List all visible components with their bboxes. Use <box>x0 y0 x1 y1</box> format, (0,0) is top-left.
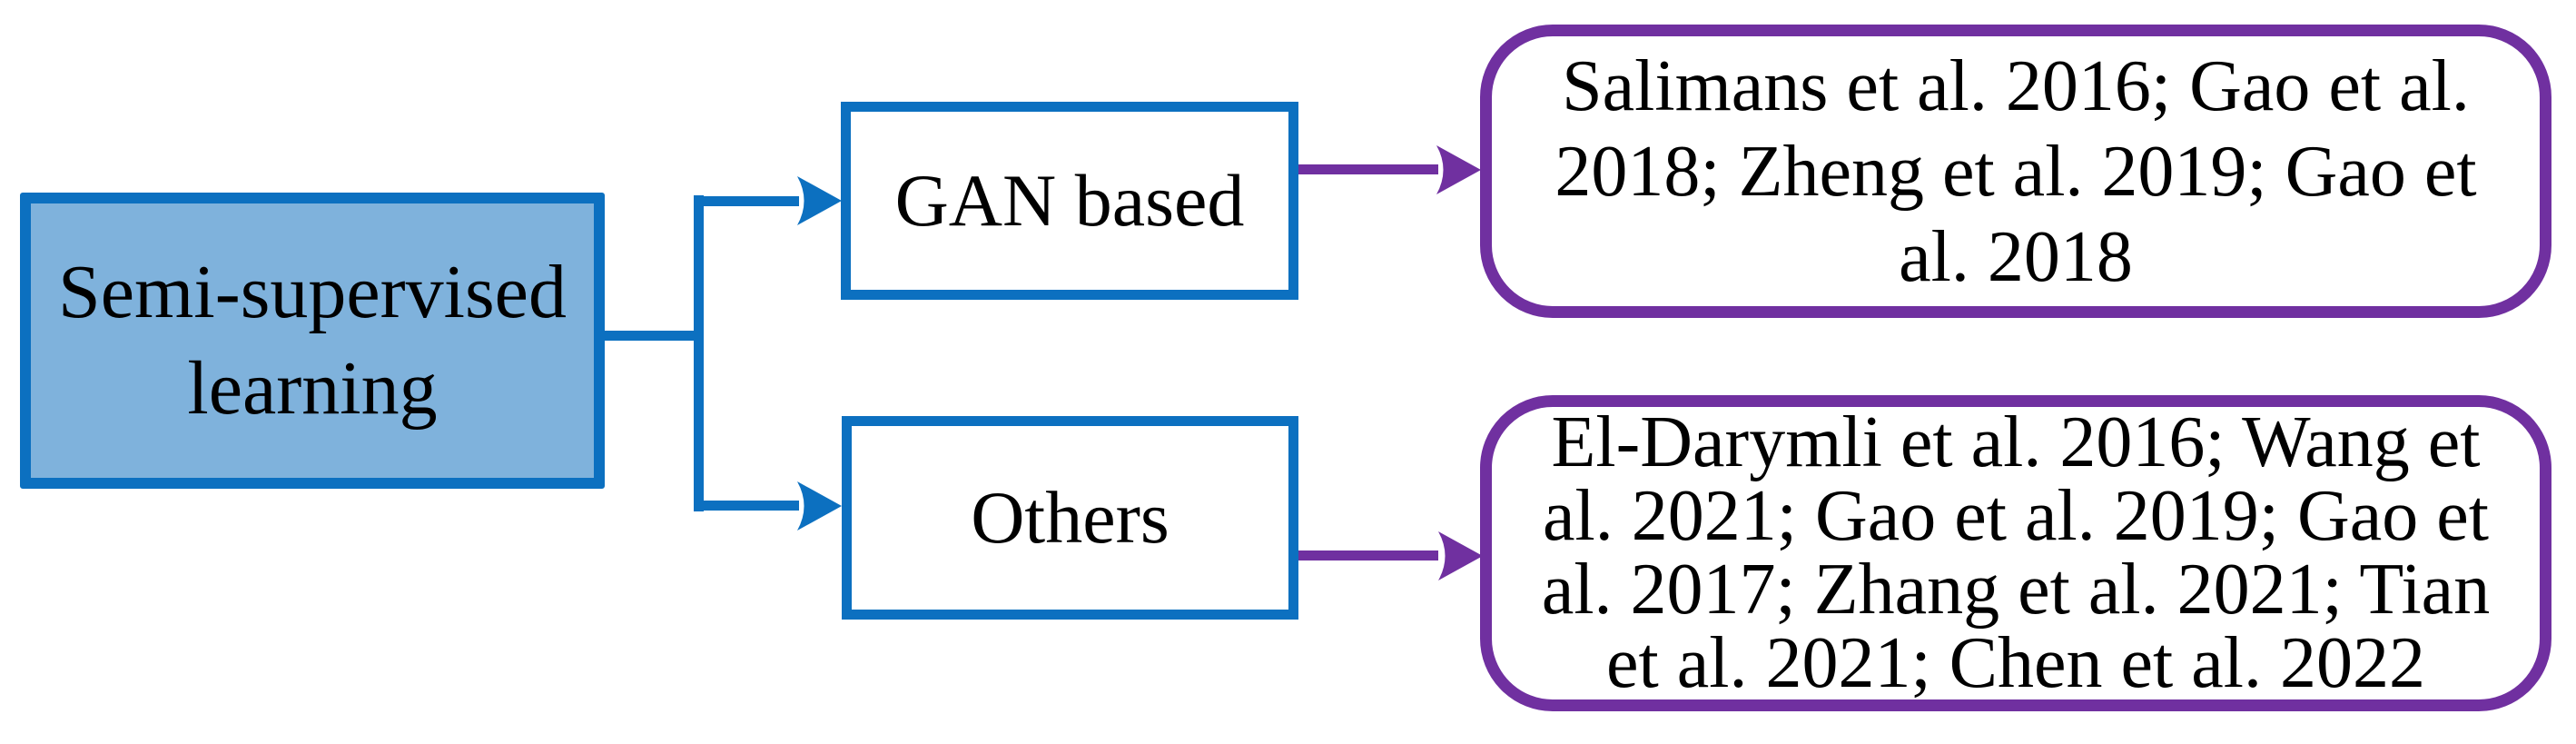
arrowhead-others-icon <box>795 480 842 532</box>
reference-line: al. 2021; Gao et al. 2019; Gao et <box>1543 476 2489 556</box>
root-node-label-line: Semi-supervised <box>58 250 567 334</box>
connector-branch-gan <box>694 196 799 206</box>
reference-line: Salimans et al. 2016; Gao et al. <box>1562 45 2470 126</box>
connector-gan-references <box>1298 164 1438 174</box>
branch-node-label: Others <box>971 476 1170 559</box>
connector-branch-trunk <box>694 195 704 511</box>
branch-node-others: Others <box>842 416 1298 620</box>
reference-line: al. 2017; Zhang et al. 2021; Tian <box>1541 550 2491 630</box>
reference-line: al. 2018 <box>1899 216 2133 297</box>
arrowhead-others-references-icon <box>1436 530 1483 582</box>
reference-line: et al. 2021; Chen et al. 2022 <box>1605 623 2426 703</box>
branch-node-gan-based: GAN based <box>841 102 1298 300</box>
arrowhead-gan-references-icon <box>1434 144 1481 196</box>
reference-line: El-Darymli et al. 2016; Wang et <box>1551 402 2481 482</box>
references-node-others: El-Darymli et al. 2016; Wang et al. 2021… <box>1480 395 2551 711</box>
root-node-semi-supervised-learning: Semi-supervised learning <box>20 193 605 489</box>
reference-line: 2018; Zheng et al. 2019; Gao et <box>1554 131 2477 212</box>
branch-node-label: GAN based <box>894 159 1245 242</box>
references-node-gan: Salimans et al. 2016; Gao et al. 2018; Z… <box>1480 25 2551 318</box>
connector-others-references <box>1298 551 1438 560</box>
connector-root-stub <box>601 331 704 341</box>
arrowhead-gan-icon <box>795 174 842 227</box>
root-node-label-line: learning <box>187 346 438 431</box>
connector-branch-others <box>694 501 799 511</box>
